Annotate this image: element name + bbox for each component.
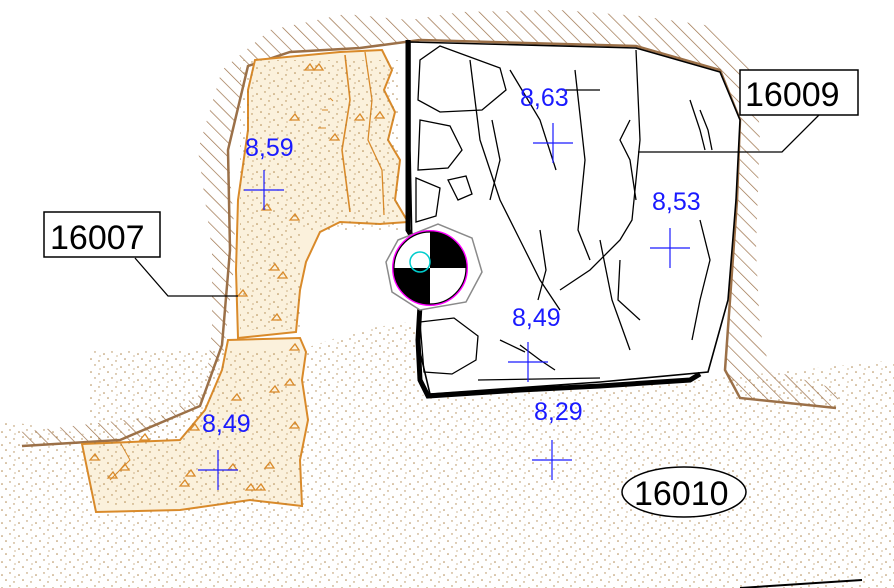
elevation-crosses [198,123,690,490]
elevation-label: 8,59 [245,134,294,162]
elevation-label: 8,63 [520,84,569,112]
tag-leaders [134,111,823,297]
survey-marker [385,223,483,311]
feature-tag-16007: 16007 [43,211,161,258]
stone-structure [405,40,741,399]
feature-tag-label: 16010 [634,475,729,513]
elevation-label: 8,49 [512,304,561,332]
elevation-label: 8,29 [534,398,583,426]
sand-ground [0,320,894,588]
elevation-label: 8,53 [652,188,701,216]
edge-line [739,579,863,588]
feature-tag-16010: 16010 [621,466,747,518]
feature-tag-16009: 16009 [739,69,859,116]
feature-tag-label: 16009 [745,76,840,114]
elevation-label: 8,49 [202,410,251,438]
feature-tag-label: 16007 [50,219,145,257]
sand-deposit [80,48,410,514]
